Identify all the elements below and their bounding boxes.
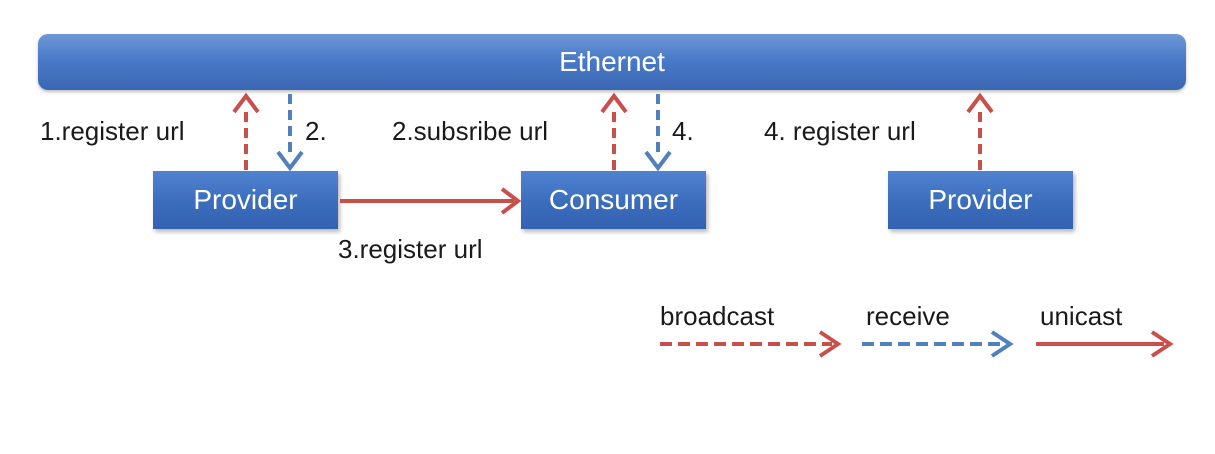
ethernet-label: Ethernet	[559, 46, 665, 77]
consumer-node: Consumer	[521, 171, 706, 229]
legend-unicast-label: unicast	[1040, 301, 1123, 331]
legend-broadcast-label: broadcast	[660, 301, 775, 331]
arrow-receive-consumer	[644, 94, 672, 172]
provider-right-label: Provider	[928, 184, 1033, 215]
label-subscribe-2: 2.subsribe url	[392, 116, 549, 146]
arrow-broadcast-provider-right	[966, 92, 994, 170]
label-receive-2: 2.	[305, 116, 327, 146]
provider-left-label: Provider	[193, 184, 298, 215]
arrow-broadcast-provider-left	[232, 92, 260, 170]
legend-unicast-arrow	[1036, 330, 1174, 358]
legend-broadcast-arrow	[660, 330, 842, 358]
label-register-1: 1.register url	[40, 116, 185, 146]
label-register-3: 3.register url	[338, 234, 483, 264]
provider-left-node: Provider	[153, 171, 338, 229]
arrow-receive-provider-left	[276, 94, 304, 172]
legend-receive-label: receive	[866, 301, 950, 331]
label-register-4: 4. register url	[764, 116, 916, 146]
consumer-label: Consumer	[548, 184, 679, 215]
arrow-unicast-provider-to-consumer	[340, 187, 522, 215]
label-receive-4: 4.	[672, 116, 694, 146]
provider-right-node: Provider	[888, 171, 1073, 229]
ethernet-bar: Ethernet	[38, 34, 1186, 90]
legend-receive-arrow	[862, 330, 1014, 358]
arrow-broadcast-consumer	[600, 92, 628, 170]
